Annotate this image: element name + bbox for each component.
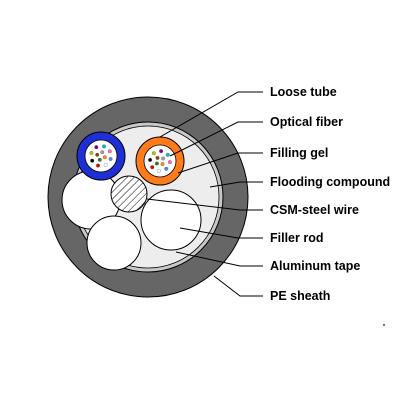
optical-fiber bbox=[161, 156, 166, 161]
optical-fiber bbox=[107, 149, 112, 154]
optical-fiber bbox=[164, 166, 169, 171]
filling-gel-blue bbox=[84, 139, 118, 173]
optical-fibers-orange bbox=[148, 149, 172, 173]
leader-flooding-compound bbox=[209, 181, 263, 188]
optical-fiber bbox=[167, 160, 172, 165]
leader-filling-gel bbox=[177, 152, 263, 174]
optical-fiber bbox=[95, 152, 100, 157]
optical-fiber bbox=[102, 155, 107, 160]
label-pe-sheath: PE sheath bbox=[270, 289, 330, 303]
optical-fiber bbox=[150, 165, 155, 170]
optical-fiber bbox=[94, 145, 99, 150]
optical-fibers-blue bbox=[89, 144, 113, 168]
optical-fiber bbox=[90, 158, 95, 163]
leader-optical-fiber bbox=[169, 121, 263, 157]
leader-filler-rod bbox=[179, 227, 263, 239]
label-optical-fiber: Optical fiber bbox=[270, 115, 343, 129]
decorative-dot bbox=[382, 323, 386, 327]
optical-fiber bbox=[159, 149, 164, 154]
label-filler-rod: Filler rod bbox=[270, 231, 323, 245]
optical-fiber bbox=[148, 157, 153, 162]
label-filling-gel: Filling gel bbox=[270, 146, 328, 160]
leader-pe-sheath bbox=[213, 275, 263, 297]
label-flooding-compound: Flooding compound bbox=[270, 175, 390, 189]
optical-fiber bbox=[154, 161, 159, 166]
label-aluminum-tape: Aluminum tape bbox=[270, 259, 360, 273]
optical-fiber bbox=[102, 144, 106, 149]
optical-fiber bbox=[97, 157, 102, 162]
leader-loose-tube bbox=[159, 91, 263, 138]
optical-fiber bbox=[96, 163, 100, 168]
filler-rod bbox=[140, 189, 202, 251]
optical-fiber bbox=[160, 162, 165, 167]
optical-fiber bbox=[151, 151, 156, 156]
optical-fiber bbox=[155, 155, 160, 160]
optical-fiber bbox=[165, 152, 170, 157]
optical-fiber bbox=[100, 150, 105, 155]
leader-aluminum-tape bbox=[175, 251, 263, 267]
optical-fiber bbox=[108, 157, 113, 161]
filler-rod bbox=[86, 215, 142, 271]
label-loose-tube: Loose tube bbox=[270, 85, 337, 99]
optical-fiber bbox=[156, 168, 161, 173]
label-csm-steel-wire: CSM-steel wire bbox=[270, 203, 359, 217]
optical-fiber bbox=[103, 162, 108, 167]
csm-steel-wire bbox=[110, 175, 148, 213]
leader-csm-steel-wire bbox=[146, 198, 263, 211]
optical-fiber bbox=[89, 151, 94, 155]
